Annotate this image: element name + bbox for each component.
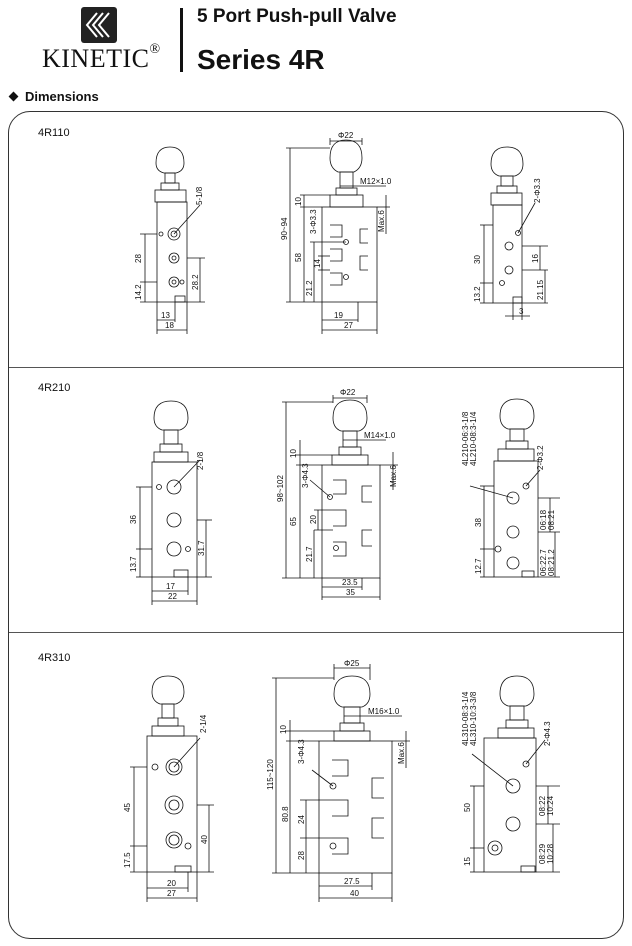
dim-label: 2-Φ3.2 [536, 445, 545, 470]
dim-label: 45 [123, 803, 132, 812]
dim-label: Φ22 [340, 388, 356, 397]
dim-label: 80.8 [281, 806, 290, 822]
page-subtitle: 5 Port Push-pull Valve [197, 6, 397, 27]
dim-label: 4L210-06:3-1/8 [461, 411, 470, 466]
dim-label: 13 [161, 311, 170, 320]
dim-label: 10 [289, 449, 298, 458]
dim-label: 2-1/4 [199, 714, 208, 733]
dim-label: 15 [463, 857, 472, 866]
dim-label: 08:29 [538, 843, 547, 864]
dim-label: 22 [168, 592, 177, 601]
dim-label: 06:18 [539, 509, 548, 530]
dim-label: 23.5 [342, 578, 358, 587]
side-view-4r110 [140, 146, 205, 334]
dim-label: 21.7 [305, 546, 314, 562]
dim-label: 08:21.2 [547, 549, 556, 576]
dim-label: M14×1.0 [364, 431, 396, 440]
right-view-4r310 [470, 675, 560, 873]
header: KINETIC® 5 Port Push-pull Valve Series 4… [0, 0, 632, 80]
dim-label: 5-1/8 [195, 186, 204, 205]
dim-label: 12.7 [474, 558, 483, 574]
dim-label: 16 [531, 254, 540, 263]
dim-label: 65 [289, 517, 298, 526]
dim-label: 27.5 [344, 877, 360, 886]
dim-label: 30 [473, 255, 482, 264]
dim-label: 10:24 [546, 795, 555, 816]
right-view-4r110 [480, 146, 548, 320]
dim-label: 24 [297, 815, 306, 824]
dim-label: 06:22.7 [539, 549, 548, 576]
front-view-4r210 [282, 395, 398, 600]
dim-label: Max.6 [377, 210, 386, 232]
dim-label: 40 [350, 889, 359, 898]
dim-label: 4L310-10:3-3/8 [469, 691, 478, 746]
dim-label: 36 [129, 515, 138, 524]
dim-label: 17.5 [123, 852, 132, 868]
dim-label: 18 [165, 321, 174, 330]
side-view-4r310 [130, 675, 214, 902]
dim-label: 20 [167, 879, 176, 888]
page-title: Series 4R [197, 44, 325, 75]
dim-label: Max.6 [397, 742, 406, 764]
dim-label: 4L210-08:3-1/4 [469, 411, 478, 466]
dim-label: Φ25 [344, 659, 360, 668]
dim-label: 19 [334, 311, 343, 320]
model-label-4r310: 4R310 [38, 652, 71, 664]
dim-label: 38 [474, 518, 483, 527]
dim-label: 08:22 [538, 795, 547, 816]
dim-label: 10 [294, 197, 303, 206]
dim-label: 40 [200, 835, 209, 844]
dim-label: 21.15 [536, 279, 545, 300]
dim-label: 50 [463, 803, 472, 812]
model-label-4r210: 4R210 [38, 382, 71, 394]
front-view-4r310 [272, 664, 410, 902]
dim-label: Φ22 [338, 131, 354, 140]
model-label-4r110: 4R110 [38, 127, 70, 139]
front-view-4r110 [286, 138, 390, 334]
dim-label: 27 [167, 889, 176, 898]
dim-label: 13.7 [129, 556, 138, 572]
dim-label: 58 [294, 253, 303, 262]
dim-label: 14.2 [134, 284, 143, 300]
dim-label: 17 [166, 582, 175, 591]
dim-label: 28 [134, 254, 143, 263]
right-view-4r210 [469, 398, 560, 578]
dim-label: M12×1.0 [360, 177, 392, 186]
dim-label: 3-Φ4.3 [301, 463, 310, 488]
dim-label: 10 [279, 725, 288, 734]
dim-label: 2-Φ3.3 [533, 178, 542, 203]
dim-label: M16×1.0 [368, 707, 400, 716]
dim-label: 2-Φ4.3 [543, 721, 552, 746]
dim-label: 4L310-08:3-1/4 [461, 691, 470, 746]
dim-label: 2-1/8 [196, 451, 205, 470]
dim-label: 3-Φ4.3 [297, 739, 306, 764]
dimension-labels: 5-1/8 28 14.2 28.2 13 18 Φ22 M12×1.0 10 … [123, 131, 556, 898]
dim-label: 21.2 [305, 280, 314, 296]
dim-label: 3-Φ3.3 [309, 209, 318, 234]
brand-name: KINETIC® [42, 42, 161, 73]
dim-label: 08:21 [547, 509, 556, 530]
side-view-4r210 [136, 400, 212, 605]
section-heading: Dimensions [8, 89, 99, 104]
header-divider [180, 8, 183, 72]
dim-label: 90~94 [280, 217, 289, 240]
dim-label: 28 [297, 851, 306, 860]
dim-label: 35 [346, 588, 355, 597]
dim-label: 115~120 [266, 759, 275, 790]
dim-label: 31.7 [197, 540, 206, 556]
dim-label: 27 [344, 321, 353, 330]
dim-label: 28.2 [191, 274, 200, 290]
dim-label: 14 [313, 259, 322, 268]
dim-label: 3 [519, 307, 524, 316]
dim-label: 98~102 [276, 475, 285, 502]
row-divider [9, 367, 623, 368]
dim-label: 13.2 [473, 286, 482, 302]
dim-label: 20 [309, 515, 318, 524]
dimensions-frame [8, 111, 624, 939]
dim-label: 10:28 [546, 843, 555, 864]
row-divider [9, 632, 623, 633]
kinetic-logo-icon [81, 7, 117, 43]
dim-label: Max.6 [389, 465, 398, 487]
